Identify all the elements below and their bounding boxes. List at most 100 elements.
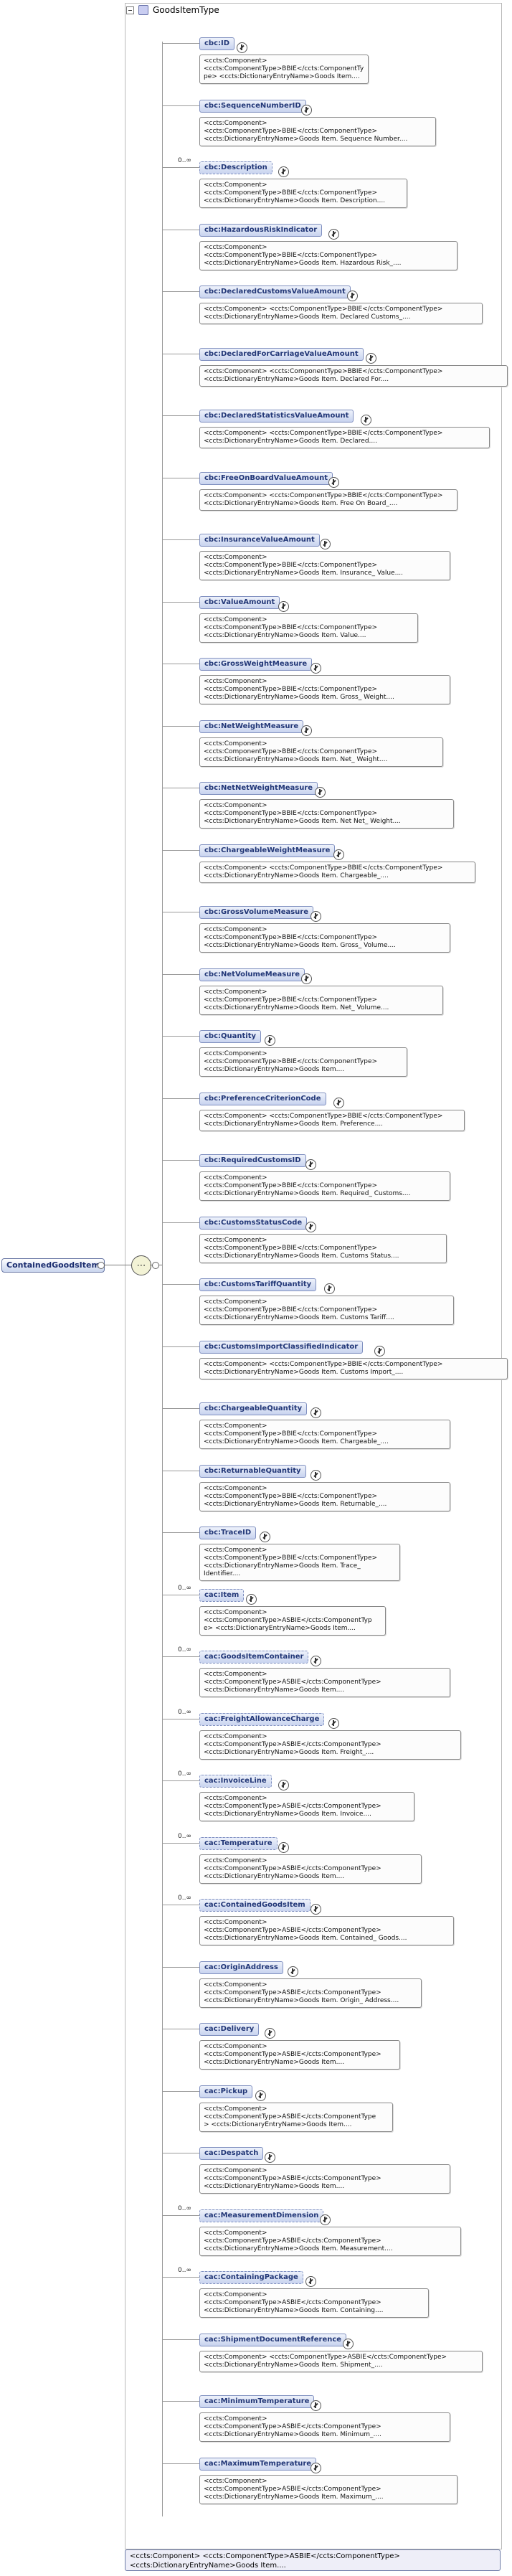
element-box[interactable]: cac:FreightAllowanceCharge — [199, 1713, 325, 1726]
element-box[interactable]: cbc:DeclaredCustomsValueAmount — [199, 286, 351, 298]
root-collapse-icon[interactable] — [98, 1262, 105, 1269]
element-box[interactable]: cac:Temperature — [199, 1837, 278, 1850]
branch-line — [162, 1656, 199, 1657]
element-box[interactable]: cbc:Description — [199, 161, 272, 174]
expand-icon[interactable] — [333, 849, 344, 860]
expand-icon[interactable] — [310, 663, 321, 674]
element-box[interactable]: cbc:ChargeableWeightMeasure — [199, 844, 336, 857]
element-box[interactable]: cbc:CustomsImportClassifiedIndicator — [199, 1341, 364, 1354]
element-box[interactable]: cbc:FreeOnBoardValueAmount — [199, 472, 333, 485]
expand-icon[interactable] — [328, 477, 340, 488]
root-element[interactable]: ContainedGoodsItem — [1, 1258, 105, 1273]
expand-icon[interactable] — [374, 1346, 386, 1357]
annotation-box: <ccts:Component> <ccts:ComponentType>BBI… — [199, 241, 458, 270]
expand-icon[interactable] — [305, 1222, 317, 1232]
expand-icon[interactable] — [347, 291, 358, 301]
expand-icon[interactable] — [278, 1780, 289, 1791]
expand-icon[interactable] — [287, 1966, 298, 1977]
element-box[interactable]: cbc:CustomsStatusCode — [199, 1217, 308, 1230]
expand-icon[interactable] — [361, 415, 372, 425]
element-box[interactable]: cbc:GrossVolumeMeasure — [199, 906, 314, 919]
element-box[interactable]: cac:ContainedGoodsItem — [199, 1899, 310, 1912]
element-box[interactable]: cbc:NetWeightMeasure — [199, 720, 304, 733]
expand-icon[interactable] — [310, 911, 321, 922]
occurrence-label: 0..∞ — [178, 1585, 191, 1592]
expand-icon[interactable] — [305, 2276, 317, 2287]
element-box[interactable]: cac:MeasurementDimension — [199, 2209, 324, 2222]
expand-icon[interactable] — [255, 2090, 266, 2101]
branch-line — [162, 602, 199, 603]
element-box[interactable]: cbc:DeclaredForCarriageValueAmount — [199, 348, 364, 361]
element-box[interactable]: cbc:HazardousRiskIndicator — [199, 224, 323, 237]
expand-icon[interactable] — [278, 601, 289, 612]
element-box[interactable]: cbc:ID — [199, 37, 235, 50]
expand-icon[interactable] — [301, 973, 312, 984]
element-box[interactable]: cbc:ReturnableQuantity — [199, 1465, 306, 1478]
branch-line — [162, 291, 199, 292]
expand-icon[interactable] — [305, 1159, 317, 1170]
branch-line — [162, 167, 199, 168]
element-box[interactable]: cbc:CustomsTariffQuantity — [199, 1278, 317, 1291]
element-box[interactable]: cbc:SequenceNumberID — [199, 100, 306, 113]
expand-icon[interactable] — [278, 1842, 289, 1853]
expand-icon[interactable] — [342, 2339, 354, 2349]
expand-icon[interactable] — [319, 539, 331, 549]
expand-icon[interactable] — [278, 166, 289, 177]
annotation-box: <ccts:Component> <ccts:ComponentType>BBI… — [199, 551, 450, 580]
element-box[interactable]: cbc:DeclaredStatisticsValueAmount — [199, 410, 354, 423]
expand-icon[interactable] — [237, 42, 248, 53]
expand-icon[interactable] — [319, 2214, 331, 2225]
expand-icon[interactable] — [301, 725, 312, 736]
element-box[interactable]: cac:ContainingPackage — [199, 2271, 303, 2284]
type-header: GoodsItemType — [126, 3, 219, 17]
collapse-icon[interactable] — [126, 6, 134, 14]
expand-icon[interactable] — [264, 2028, 275, 2039]
branch-line — [162, 415, 199, 416]
expand-icon[interactable] — [260, 1532, 271, 1542]
element-box[interactable]: cac:OriginAddress — [199, 1961, 283, 1974]
expand-icon[interactable] — [301, 105, 312, 115]
element-box[interactable]: cbc:ValueAmount — [199, 596, 280, 609]
element-box[interactable]: cbc:GrossWeightMeasure — [199, 658, 313, 671]
expand-icon[interactable] — [246, 1594, 257, 1605]
element-box[interactable]: cac:GoodsItemContainer — [199, 1651, 309, 1664]
element-box[interactable]: cac:Despatch — [199, 2147, 264, 2160]
element-box[interactable]: cac:InvoiceLine — [199, 1775, 272, 1788]
expand-icon[interactable] — [310, 2463, 321, 2473]
element-box[interactable]: cbc:TraceID — [199, 1527, 257, 1539]
expand-icon[interactable] — [365, 353, 376, 364]
branch-line — [162, 1967, 199, 1968]
expand-icon[interactable] — [310, 1407, 321, 1418]
branch-line — [162, 1160, 199, 1161]
expand-icon[interactable] — [310, 1470, 321, 1481]
element-box[interactable]: cac:Item — [199, 1589, 245, 1602]
expand-icon[interactable] — [328, 1718, 340, 1729]
expand-icon[interactable] — [310, 1656, 321, 1666]
annotation-box: <ccts:Component> <ccts:ComponentType>BBI… — [199, 55, 369, 84]
element-box[interactable]: cbc:InsuranceValueAmount — [199, 534, 320, 547]
element-box[interactable]: cbc:PreferenceCriterionCode — [199, 1093, 326, 1105]
expand-icon[interactable] — [310, 1904, 321, 1915]
element-box[interactable]: cbc:RequiredCustomsID — [199, 1154, 306, 1167]
expand-icon[interactable] — [264, 1035, 275, 1046]
expand-icon[interactable] — [328, 229, 340, 240]
expand-icon[interactable] — [324, 1283, 335, 1294]
annotation-box: <ccts:Component> <ccts:ComponentType>BBI… — [199, 1544, 400, 1581]
expand-icon[interactable] — [264, 2152, 275, 2163]
compositor-collapse-icon[interactable] — [152, 1262, 159, 1269]
expand-icon[interactable] — [333, 1098, 344, 1108]
element-box[interactable]: cbc:ChargeableQuantity — [199, 1402, 308, 1415]
element-box[interactable]: cac:Delivery — [199, 2023, 260, 2036]
element-box[interactable]: cbc:NetNetWeightMeasure — [199, 782, 318, 795]
element-box[interactable]: cbc:NetVolumeMeasure — [199, 968, 305, 981]
element-box[interactable]: cbc:Quantity — [199, 1030, 262, 1043]
element-box[interactable]: cac:MinimumTemperature — [199, 2395, 315, 2408]
element-box[interactable]: cac:Pickup — [199, 2085, 253, 2098]
expand-icon[interactable] — [315, 787, 326, 798]
occurrence-label: 0..∞ — [178, 1833, 191, 1840]
element-box[interactable]: cac:ShipmentDocumentReference — [199, 2334, 347, 2346]
annotation-box: <ccts:Component> <ccts:ComponentType>ASB… — [199, 2164, 450, 2194]
element-box[interactable]: cac:MaximumTemperature — [199, 2458, 317, 2471]
expand-icon[interactable] — [310, 2400, 321, 2411]
branch-line — [162, 1346, 199, 1347]
